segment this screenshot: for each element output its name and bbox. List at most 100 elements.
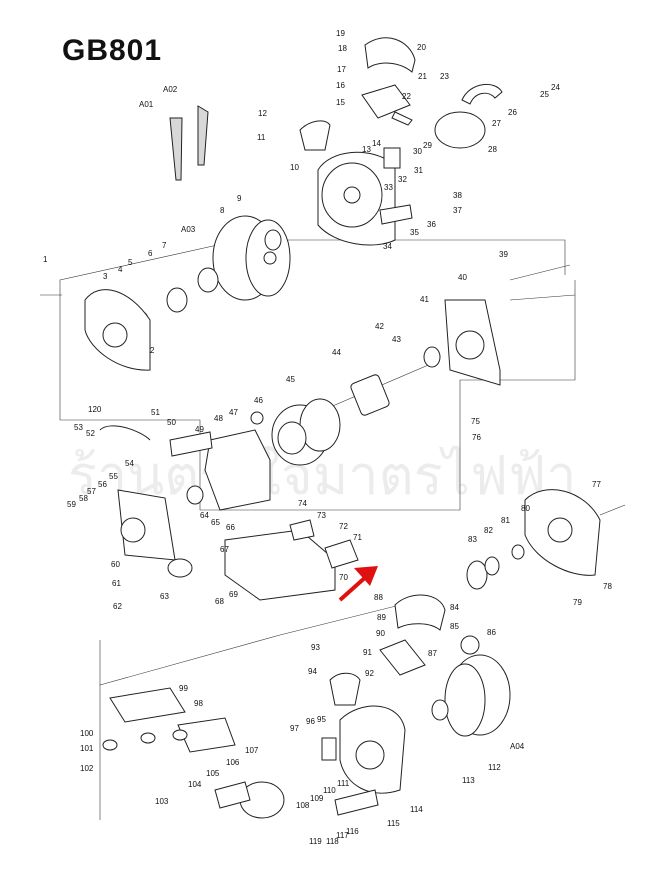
part-label-108: 108	[296, 801, 310, 810]
bearing-55	[186, 485, 204, 505]
part-label-100: 100	[80, 729, 94, 738]
part-label-59: 59	[67, 500, 76, 509]
part-label-115: 115	[387, 819, 400, 828]
part-label-6: 6	[148, 249, 153, 258]
part-label-38: 38	[453, 191, 462, 200]
lower-guard-hub	[355, 740, 385, 770]
wrench-a01	[169, 117, 183, 181]
motor-cover-47	[204, 429, 271, 511]
tool-rest-115	[334, 789, 379, 816]
lamp-arm-106	[214, 781, 251, 809]
part-label-64: 64	[200, 511, 209, 520]
part-label-16: 16	[336, 81, 345, 90]
part-label-63: 63	[160, 592, 169, 601]
part-label-43: 43	[392, 335, 401, 344]
plate-33	[383, 147, 401, 169]
part-label-62: 62	[113, 602, 122, 611]
part-label-19: 19	[336, 29, 345, 38]
washer-5	[166, 287, 188, 313]
tray-98	[177, 717, 236, 753]
part-label-77: 77	[592, 480, 601, 489]
part-label-56: 56	[98, 480, 107, 489]
part-label-61: 61	[112, 579, 121, 588]
part-label-78: 78	[603, 582, 612, 591]
eye-shield	[364, 37, 416, 73]
foot-100c	[172, 729, 188, 741]
housing-hub	[120, 517, 146, 543]
part-label-a04: A04	[510, 742, 525, 751]
part-label-7: 7	[162, 241, 167, 250]
part-label-33: 33	[384, 183, 393, 192]
upper-wheel-guard	[317, 151, 396, 246]
part-label-42: 42	[375, 322, 384, 331]
part-label-111: 111	[337, 779, 350, 788]
part-label-40: 40	[458, 273, 467, 282]
part-label-44: 44	[332, 348, 341, 357]
part-label-68: 68	[215, 597, 224, 606]
part-label-14: 14	[372, 139, 381, 148]
part-label-20: 20	[417, 43, 426, 52]
part-label-1: 1	[43, 255, 48, 264]
part-label-117: 117	[336, 831, 349, 840]
part-label-54: 54	[125, 459, 134, 468]
part-label-116: 116	[346, 827, 359, 836]
part-label-13: 13	[362, 145, 371, 154]
part-label-72: 72	[339, 522, 348, 531]
plate-99	[109, 687, 186, 723]
part-label-69: 69	[229, 590, 238, 599]
upper-bracket	[361, 84, 413, 126]
part-label-5: 5	[128, 258, 133, 267]
wrench-a02	[197, 105, 209, 166]
part-label-88: 88	[374, 593, 383, 602]
part-label-75: 75	[471, 417, 480, 426]
part-label-48: 48	[214, 414, 223, 423]
part-label-119: 119	[309, 837, 322, 846]
part-label-a03: A03	[181, 225, 196, 234]
part-label-107: 107	[245, 746, 259, 755]
part-label-31: 31	[414, 166, 423, 175]
part-label-80: 80	[521, 504, 530, 513]
knob-86	[460, 635, 480, 655]
part-label-98: 98	[194, 699, 203, 708]
part-label-86: 86	[487, 628, 496, 637]
screw-77	[599, 504, 626, 516]
block-70	[324, 539, 359, 569]
grinding-wheel-a03	[212, 215, 291, 301]
plate-95	[321, 737, 337, 761]
part-label-39: 39	[499, 250, 508, 259]
part-label-a01: A01	[139, 100, 154, 109]
grinding-wheel-a04	[444, 654, 511, 737]
bearing-46	[250, 411, 264, 425]
part-label-45: 45	[286, 375, 295, 384]
tool-rest	[379, 204, 413, 225]
part-label-74: 74	[298, 499, 307, 508]
part-label-36: 36	[427, 220, 436, 229]
base-67	[224, 529, 336, 601]
part-label-81: 81	[501, 516, 510, 525]
part-label-65: 65	[211, 518, 220, 527]
part-label-15: 15	[336, 98, 345, 107]
bearing-42	[423, 346, 441, 368]
spark-guard	[434, 111, 486, 149]
part-label-17: 17	[337, 65, 346, 74]
part-label-27: 27	[492, 119, 501, 128]
cover-hub	[102, 322, 128, 348]
part-label-93: 93	[311, 643, 320, 652]
cover-hub-right	[547, 517, 573, 543]
bracket-94	[329, 672, 361, 706]
part-label-70: 70	[339, 573, 348, 582]
part-label-99: 99	[179, 684, 188, 693]
switch-plate-50	[169, 431, 213, 457]
part-label-9: 9	[237, 194, 242, 203]
part-label-110: 110	[323, 786, 336, 795]
part-label-34: 34	[383, 242, 392, 251]
part-label-52: 52	[86, 429, 95, 438]
part-label-23: 23	[440, 72, 449, 81]
part-label-a02: A02	[163, 85, 178, 94]
block-74	[289, 519, 315, 541]
flange-8	[264, 229, 282, 251]
part-labels: 1234567891011121314151617181920212223242…	[43, 29, 612, 846]
part-label-28: 28	[488, 145, 497, 154]
part-label-50: 50	[167, 418, 176, 427]
